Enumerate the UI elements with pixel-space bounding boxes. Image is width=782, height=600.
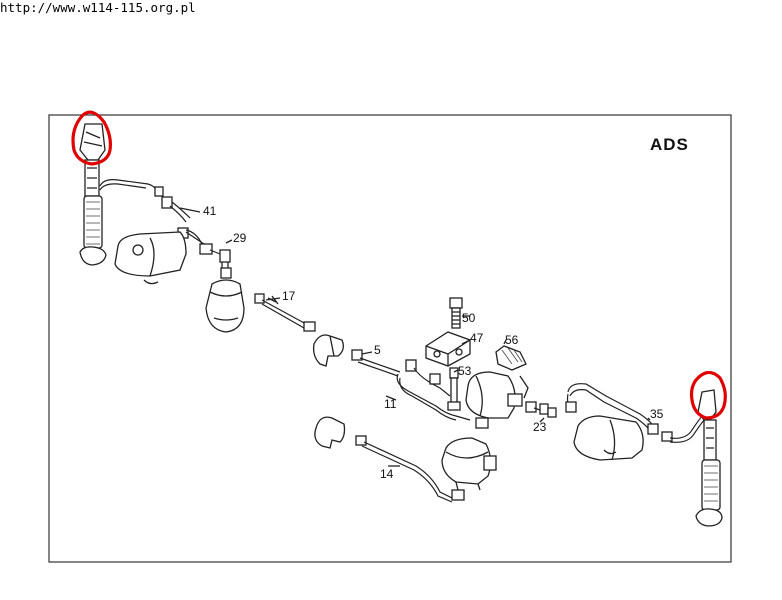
pipe-17 [254,293,316,332]
pressure-accumulator [205,267,245,333]
part-label-41: 41 [203,204,217,218]
pipe-5 [351,349,417,377]
part-label-35: 35 [650,407,664,421]
source-url[interactable]: http://www.w114-115.org.pl [0,0,196,15]
pipe-14 [314,416,465,503]
part-label-17: 17 [282,289,296,303]
part-label-53: 53 [458,364,472,378]
clamp-piece [312,334,344,367]
left-strut [79,123,107,266]
part-label-29: 29 [233,231,247,245]
fitting-23 [525,401,557,418]
part-label-23: 23 [533,420,547,434]
part-label-11: 11 [384,397,397,411]
part-label-5: 5 [374,343,381,357]
diagram-frame [48,114,732,563]
part-label-47: 47 [470,331,484,345]
part-label-56: 56 [505,333,519,347]
right-strut [695,389,723,527]
left-accumulator [114,231,187,285]
highlight-right-strut-top [689,370,727,420]
distribution-block-47 [425,331,471,367]
highlight-left-strut-top [71,110,112,166]
pipe-11 [396,373,471,421]
right-accumulator [573,415,644,461]
part-label-14: 14 [380,467,394,481]
part-label-50: 50 [462,311,476,325]
bolts-53 [429,367,461,411]
sensor-56 [495,345,527,371]
central-valve-unit [465,371,529,429]
lower-accumulator [441,437,497,491]
diagram-title: ADS [650,135,689,154]
bolt-50 [449,297,463,329]
